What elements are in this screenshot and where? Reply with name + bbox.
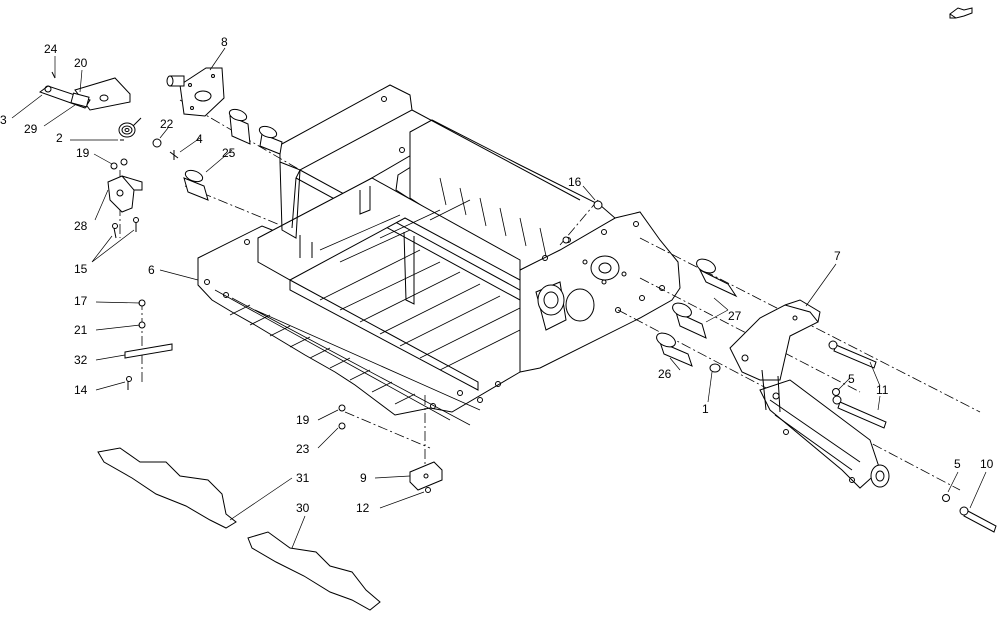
callout-12: 12 [356, 501, 370, 515]
hand-pointer-icon[interactable] [949, 7, 973, 19]
callout-5-lower: 5 [954, 457, 961, 471]
mount-bracket [107, 158, 143, 239]
washer-5-upper [832, 388, 840, 396]
leader-lines [11, 47, 987, 549]
nut-16 [562, 200, 603, 244]
callout-22: 22 [160, 117, 174, 131]
bushing-26 [656, 332, 721, 373]
callout-19-lower: 19 [296, 413, 310, 427]
callout-25: 25 [222, 146, 236, 160]
bushing-27-upper [696, 258, 738, 298]
callout-27: 27 [728, 309, 742, 323]
washer-5-lower [942, 494, 950, 502]
callout-19-upper: 19 [76, 146, 90, 160]
callout-9: 9 [360, 471, 367, 485]
callout-1: 1 [702, 402, 709, 416]
callout-24: 24 [44, 42, 58, 56]
blade-31 [97, 447, 237, 529]
callout-23: 23 [296, 442, 310, 456]
callout-28: 28 [74, 219, 88, 233]
bolt-10 [959, 506, 997, 533]
callout-26: 26 [658, 367, 672, 381]
callout-15: 15 [74, 262, 88, 276]
callout-8: 8 [221, 35, 228, 49]
callout-30: 30 [296, 501, 310, 515]
callout-11: 11 [876, 383, 889, 397]
callout-31: 31 [296, 471, 310, 485]
callout-4: 4 [196, 132, 203, 146]
callout-10: 10 [980, 457, 994, 471]
bolt-11-lower [832, 395, 887, 429]
callout-labels: 24 20 3 29 2 22 4 8 25 19 28 15 6 17 21 … [0, 35, 994, 515]
bushing-upper [228, 108, 283, 155]
callout-5-upper: 5 [848, 372, 855, 386]
callout-7: 7 [834, 249, 841, 263]
bushing-27-lower [672, 302, 707, 339]
callout-2: 2 [56, 131, 63, 145]
bearing-flange [166, 67, 225, 117]
callout-6: 6 [148, 263, 155, 277]
bushing-lower [183, 169, 209, 201]
left-hardware-stack [124, 299, 173, 390]
callout-3: 3 [0, 113, 7, 127]
callout-17: 17 [74, 294, 88, 308]
callout-16: 16 [568, 175, 582, 189]
main-frame [197, 84, 681, 426]
bolt-11-upper [828, 340, 877, 369]
callout-32: 32 [74, 353, 88, 367]
idler-arm-assembly [38, 71, 179, 160]
pivot-arm-assembly [729, 299, 890, 489]
callout-21: 21 [74, 323, 88, 337]
blade-30 [247, 531, 381, 611]
callout-14: 14 [74, 383, 88, 397]
callout-29: 29 [24, 122, 38, 136]
bottom-bracket [338, 404, 443, 493]
callout-20: 20 [74, 56, 88, 70]
